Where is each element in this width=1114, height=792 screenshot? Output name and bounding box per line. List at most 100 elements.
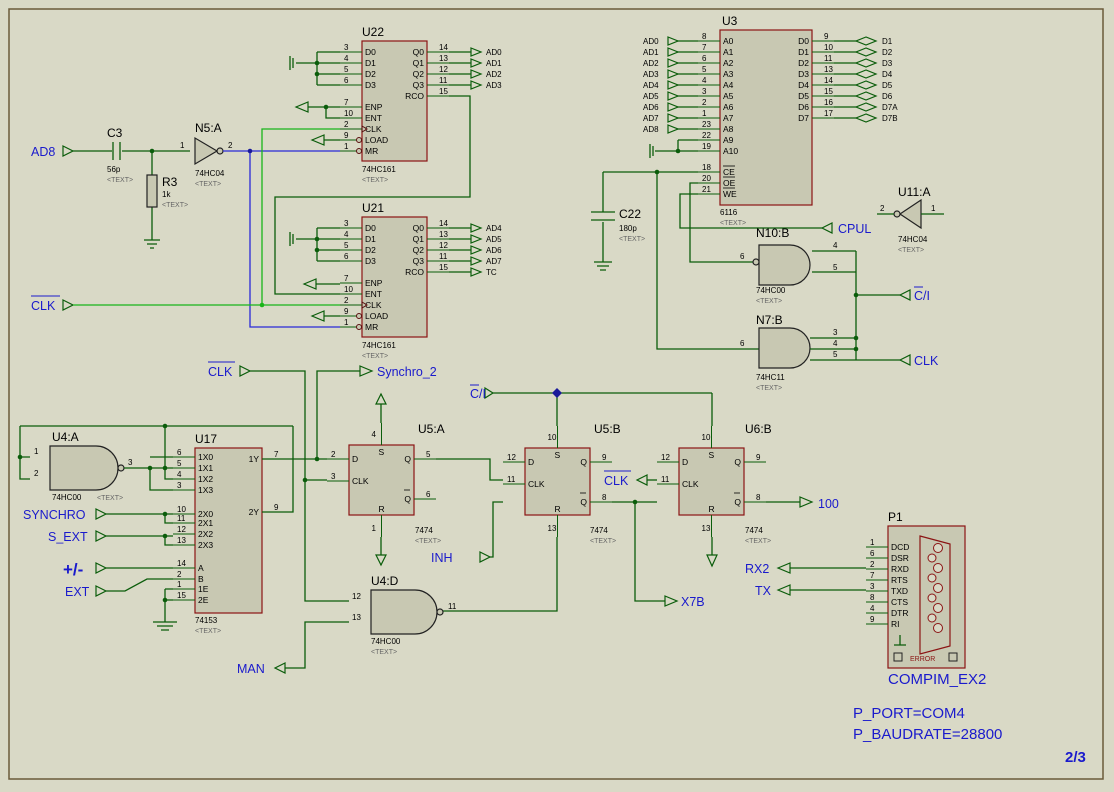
rx2-label: RX2 <box>745 562 769 576</box>
u3-in-ad1: AD1 <box>643 48 659 57</box>
n7b-and[interactable]: 3 4 5 6 N7:B 74HC11 <TEXT> <box>740 313 856 392</box>
u6b-qn-label: Q <box>734 497 741 507</box>
u3-d2-label: D2 <box>798 58 809 68</box>
svg-text:<TEXT>: <TEXT> <box>756 385 782 392</box>
r3-text: <TEXT> <box>162 202 188 209</box>
svg-text:1: 1 <box>34 447 39 456</box>
u3-out-d1: D1 <box>882 37 893 46</box>
p1-dsr-num: 6 <box>870 549 875 558</box>
p1-dsr-label: DSR <box>891 553 909 563</box>
u21pins-q2-num: 12 <box>439 241 448 250</box>
r3-value: 1k <box>162 190 171 199</box>
u3-d7-num: 17 <box>824 109 833 118</box>
u3-d7-label: D7 <box>798 113 809 123</box>
u17-1x1-label: 1X1 <box>198 463 213 473</box>
u5b-s-num: 10 <box>548 433 557 442</box>
svg-text:<TEXT>: <TEXT> <box>195 628 221 635</box>
u22pins-load-label: LOAD <box>365 135 388 145</box>
u6b-qn-num: 8 <box>756 493 761 502</box>
u21pins-enp-num: 7 <box>344 274 349 283</box>
p1-rts-label: RTS <box>891 575 908 585</box>
input-conditioning: AD8 C3 56p <TEXT> R3 1k <TEXT> <box>31 126 190 249</box>
u3-a6-label: A6 <box>723 102 734 112</box>
u4a-nand[interactable]: 1 2 3 U4:A 74HC00 <TEXT> <box>17 423 294 513</box>
svg-text:12: 12 <box>352 592 361 601</box>
u17-2x0-num: 10 <box>177 505 186 514</box>
u22pins-d1-label: D1 <box>365 58 376 68</box>
u21pins-clk-num: 2 <box>344 296 349 305</box>
u3-d5-label: D5 <box>798 91 809 101</box>
svg-text:<TEXT>: <TEXT> <box>745 538 771 545</box>
u5b-ref: U5:B <box>594 422 621 436</box>
n10b-nand[interactable]: 4 5 6 N10:B 74HC00 <TEXT> <box>740 226 857 360</box>
u21pins-d0-num: 3 <box>344 219 349 228</box>
u5b-d-num: 12 <box>507 453 516 462</box>
u22pins-enp-label: ENP <box>365 102 383 112</box>
u21-ref: U21 <box>362 201 384 215</box>
u22pins-q1-label: Q1 <box>413 58 425 68</box>
u21pins-mr-num: 1 <box>344 318 349 327</box>
u3-oe-num: 20 <box>702 174 711 183</box>
c3-text: <TEXT> <box>107 177 133 184</box>
clk-bar-label-2: CLK <box>208 365 233 379</box>
u5b-qn-label: Q <box>580 497 587 507</box>
u3-d0-num: 9 <box>824 32 829 41</box>
u17-mux[interactable]: 1X061X151X241X332X0102X1112X2122X313A14B… <box>173 432 284 635</box>
param-port: P_PORT=COM4 <box>853 705 965 722</box>
u3-a8-label: A8 <box>723 124 734 134</box>
u5a-s-label: S <box>379 447 385 457</box>
u3-in-ad7: AD7 <box>643 114 659 123</box>
u5b-q-label: Q <box>580 457 587 467</box>
n5a-ref: N5:A <box>195 121 222 135</box>
u5a-s-num: 4 <box>372 430 377 439</box>
n5a-inverter[interactable]: 1 2 N5:A 74HC04 <TEXT> <box>180 121 340 188</box>
u3-a7-num: 1 <box>702 109 707 118</box>
u3-a5-label: A5 <box>723 91 734 101</box>
u17-2x1-num: 11 <box>177 514 186 523</box>
u3-a10-num: 19 <box>702 142 711 151</box>
p1-ref: P1 <box>888 510 903 524</box>
svg-text:<TEXT>: <TEXT> <box>720 220 746 227</box>
p1-part: COMPIM_EX2 <box>888 671 986 688</box>
u17-b-label: B <box>198 574 204 584</box>
u3-out-d7b: D7B <box>882 114 898 123</box>
u3-a1-label: A1 <box>723 47 734 57</box>
u3-in-ad6: AD6 <box>643 103 659 112</box>
svg-text:11: 11 <box>448 602 457 611</box>
u3-in-ad5: AD5 <box>643 92 659 101</box>
u17-2y-num: 9 <box>274 503 279 512</box>
svg-text:<TEXT>: <TEXT> <box>898 247 924 254</box>
u3-in-ad4: AD4 <box>643 81 659 90</box>
u11a-inverter[interactable]: 2 1 U11:A 74HC04 <TEXT> <box>877 185 944 254</box>
u22pins-rco-label: RCO <box>405 91 424 101</box>
u4d-nand[interactable]: 12 13 11 U4:D 74HC00 <TEXT> <box>352 574 457 656</box>
u3-out-d3: D3 <box>882 59 893 68</box>
u3-ce-label: CE <box>723 167 735 177</box>
u21pins-ent-label: ENT <box>365 289 382 299</box>
u17-ref: U17 <box>195 432 217 446</box>
u3-we-num: 21 <box>702 185 711 194</box>
u21pins-enp-label: ENP <box>365 278 383 288</box>
u5b-s-label: S <box>555 450 561 460</box>
u3-d6-num: 16 <box>824 98 833 107</box>
svg-text:6: 6 <box>740 339 745 348</box>
u21pins-d3-label: D3 <box>365 256 376 266</box>
r3-ref: R3 <box>162 175 178 189</box>
u3-oe-label: OE <box>723 178 736 188</box>
output-100-label: 100 <box>818 497 839 511</box>
u17-1x3-num: 3 <box>177 481 182 490</box>
u22pins-d3-num: 6 <box>344 76 349 85</box>
u4d-part: 74HC00 <box>371 637 401 646</box>
u5a-d-label: D <box>352 454 358 464</box>
u3-we-label: WE <box>723 189 737 199</box>
u3-ref: U3 <box>722 14 738 28</box>
u17-1x2-label: 1X2 <box>198 474 213 484</box>
